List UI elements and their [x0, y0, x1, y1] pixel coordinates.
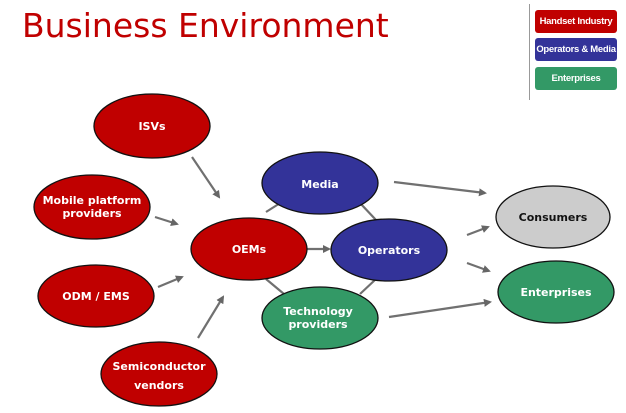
connector-operators-tech: [359, 278, 377, 295]
label-mobile-2: providers: [62, 207, 122, 220]
node-consumers: [495, 185, 611, 249]
arrow-operators-enterprises: [466, 261, 491, 273]
arrow-odm-oems: [157, 275, 184, 289]
legend-handset-industry: Handset Industry: [535, 10, 617, 33]
page-title: Business Environment: [22, 6, 389, 45]
label-semi-2: vendors: [134, 379, 184, 392]
node-odm-ems: [37, 264, 155, 328]
connector-oems-tech: [265, 278, 285, 295]
node-operators: [330, 218, 448, 282]
node-tech: [261, 286, 379, 350]
label-operators: Operators: [358, 244, 421, 257]
legend-operators-media: Operators & Media: [535, 38, 617, 61]
node-enterprises: [497, 260, 615, 324]
arrow-mobile-oems: [154, 215, 179, 226]
node-semiconductor: [100, 341, 218, 407]
arrow-semi-oems: [197, 295, 225, 339]
legend-enterprises: Enterprises: [535, 67, 617, 90]
arrow-media-consumers: [393, 180, 487, 197]
node-mobile-platform: [33, 174, 151, 240]
label-isvs: ISVs: [138, 120, 166, 133]
node-isvs: [93, 93, 211, 159]
label-odm: ODM / EMS: [62, 290, 130, 303]
node-media: [261, 151, 379, 215]
node-oems: [190, 217, 308, 281]
label-mobile-1: Mobile platform: [43, 194, 142, 207]
label-media: Media: [301, 178, 338, 191]
label-oems: OEMs: [232, 243, 267, 256]
arrow-isvs-oems: [191, 156, 221, 199]
connector-media-operators: [359, 202, 377, 221]
label-tech-2: providers: [288, 318, 348, 331]
label-enterprises: Enterprises: [520, 286, 592, 299]
label-semi-1: Semiconductor: [113, 360, 207, 373]
label-tech-1: Technology: [283, 305, 353, 318]
label-consumers: Consumers: [519, 211, 588, 224]
arrow-tech-enterprises: [388, 298, 492, 319]
legend-divider: [529, 4, 530, 100]
arrow-operators-consumers: [466, 225, 490, 237]
